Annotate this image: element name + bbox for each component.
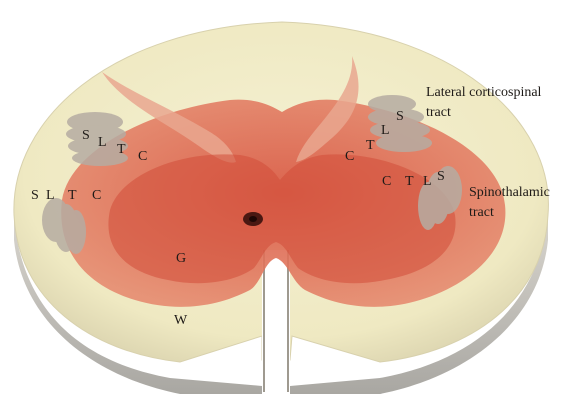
- lateral-corticospinal-label-line1: Lateral corticospinal: [426, 85, 542, 100]
- gray-matter-label: G: [176, 251, 186, 266]
- right-lower-segment-l: L: [423, 174, 432, 189]
- spinothalamic-label-line2: tract: [469, 205, 494, 220]
- left-lower-segment-t: T: [68, 188, 77, 203]
- left-lower-segment-l: L: [46, 188, 55, 203]
- left-lower-segment-s: S: [31, 188, 39, 203]
- right-upper-segment-c: C: [345, 149, 354, 164]
- ventral-fissure: [262, 250, 290, 394]
- right-lower-segment-s: S: [437, 169, 445, 184]
- left-upper-segment-l: L: [98, 135, 107, 150]
- left-upper-segment-c: C: [138, 149, 147, 164]
- left-lower-segment-c: C: [92, 188, 101, 203]
- right-upper-segment-l: L: [381, 123, 390, 138]
- right-upper-segment-t: T: [366, 138, 375, 153]
- spinothalamic-label-line1: Spinothalamic: [469, 185, 550, 200]
- left-corticospinal-bands: [66, 112, 128, 166]
- white-matter-label: W: [174, 313, 188, 328]
- right-upper-segment-s: S: [396, 109, 404, 124]
- lateral-corticospinal-label-line2: tract: [426, 105, 451, 120]
- right-lower-segment-t: T: [405, 174, 414, 189]
- left-upper-segment-s: S: [82, 128, 90, 143]
- right-lower-segment-c: C: [382, 174, 391, 189]
- left-upper-segment-t: T: [117, 142, 126, 157]
